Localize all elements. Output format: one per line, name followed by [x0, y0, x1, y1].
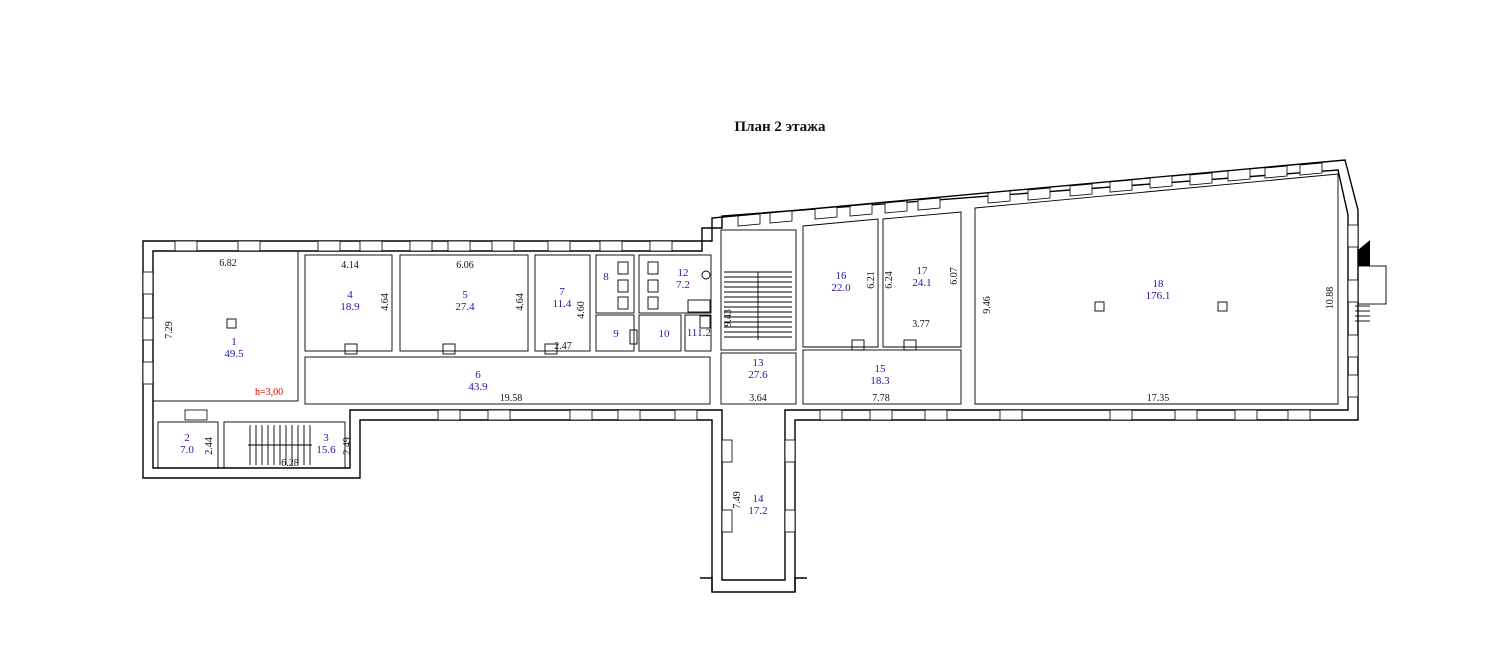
room-12-number: 12 [678, 267, 689, 279]
dim-628: 6.28 [281, 458, 299, 469]
room-9-number: 9 [613, 328, 619, 340]
room-14-area: 17.2 [748, 505, 767, 517]
dim-460: 4.60 [576, 301, 587, 319]
dim-377: 3.77 [912, 319, 930, 330]
staircase-left [248, 425, 312, 465]
room-13-number: 13 [753, 357, 765, 369]
dim-464b: 4.64 [515, 293, 526, 311]
dim-247: 2.47 [554, 341, 572, 352]
dim-621: 6.21 [866, 271, 877, 289]
windows-bottom [184, 409, 1311, 421]
room-17-number: 17 [917, 265, 929, 277]
room-12-area: 7.2 [676, 279, 690, 291]
room-4-area: 18.9 [340, 301, 360, 313]
dim-624: 6.24 [884, 271, 895, 289]
room-10-number: 10 [659, 328, 671, 340]
room-16-number: 16 [836, 270, 848, 282]
room-17-area: 24.1 [912, 277, 931, 289]
interior-walls [152, 173, 1339, 469]
room-1-number: 1 [231, 336, 237, 348]
room-5-area: 27.4 [455, 301, 475, 313]
dim-464a: 4.64 [380, 293, 391, 311]
height-mark: h=3,00 [255, 387, 283, 398]
windows-top [174, 162, 1323, 252]
room-6-area: 43.9 [468, 381, 488, 393]
room-16-area: 22.0 [831, 282, 851, 294]
dim-244: 2.44 [204, 437, 215, 455]
room-2-number: 2 [184, 432, 190, 444]
dim-606: 6.06 [456, 260, 474, 271]
dimension-labels: 6.82 7.29 4.14 4.64 6.06 4.64 4.60 2.47 … [164, 258, 1336, 509]
sanitary-fixtures [617, 261, 711, 345]
room-3-number: 3 [323, 432, 329, 444]
room-18-number: 18 [1153, 278, 1165, 290]
external-stair [1355, 240, 1387, 322]
dim-778: 7.78 [872, 393, 890, 404]
staircase-main [724, 271, 792, 340]
dim-946: 9.46 [982, 296, 993, 314]
plan-title: План 2 этажа [734, 119, 826, 135]
room-8-number: 8 [603, 271, 609, 283]
room-6-number: 6 [475, 369, 481, 381]
dim-249: 2.49 [342, 437, 353, 455]
dim-1088: 10.88 [1325, 287, 1336, 310]
room-3-area: 15.6 [316, 444, 336, 456]
room-13-area: 27.6 [748, 369, 768, 381]
room-15-area: 18.3 [870, 375, 890, 387]
room-7-number: 7 [559, 286, 565, 298]
dim-749: 7.49 [732, 491, 743, 509]
dim-364: 3.64 [749, 393, 767, 404]
dim-414: 4.14 [341, 260, 359, 271]
dim-1958: 19.58 [500, 393, 523, 404]
columns [226, 301, 1228, 355]
room-11-area: 1.2 [697, 327, 711, 339]
dim-729: 7.29 [164, 321, 175, 339]
room-4-number: 4 [347, 289, 353, 301]
dim-943: 9.43 [723, 309, 734, 327]
room-14-number: 14 [753, 493, 765, 505]
outer-walls [142, 159, 1359, 593]
room-15-number: 15 [875, 363, 887, 375]
dim-682: 6.82 [219, 258, 237, 269]
dim-1735: 17.35 [1147, 393, 1170, 404]
room-labels: 1 49.5 2 7.0 3 15.6 4 18.9 5 27.4 6 43.9… [180, 265, 1170, 517]
room-2-area: 7.0 [180, 444, 194, 456]
room-18-area: 176.1 [1146, 290, 1171, 302]
room-7-area: 11.4 [553, 298, 572, 310]
windows-sides [142, 224, 1359, 533]
dim-607: 6.07 [949, 267, 960, 285]
room-1-area: 49.5 [224, 348, 244, 360]
room-11-number: 11 [687, 327, 698, 339]
room-5-number: 5 [462, 289, 468, 301]
